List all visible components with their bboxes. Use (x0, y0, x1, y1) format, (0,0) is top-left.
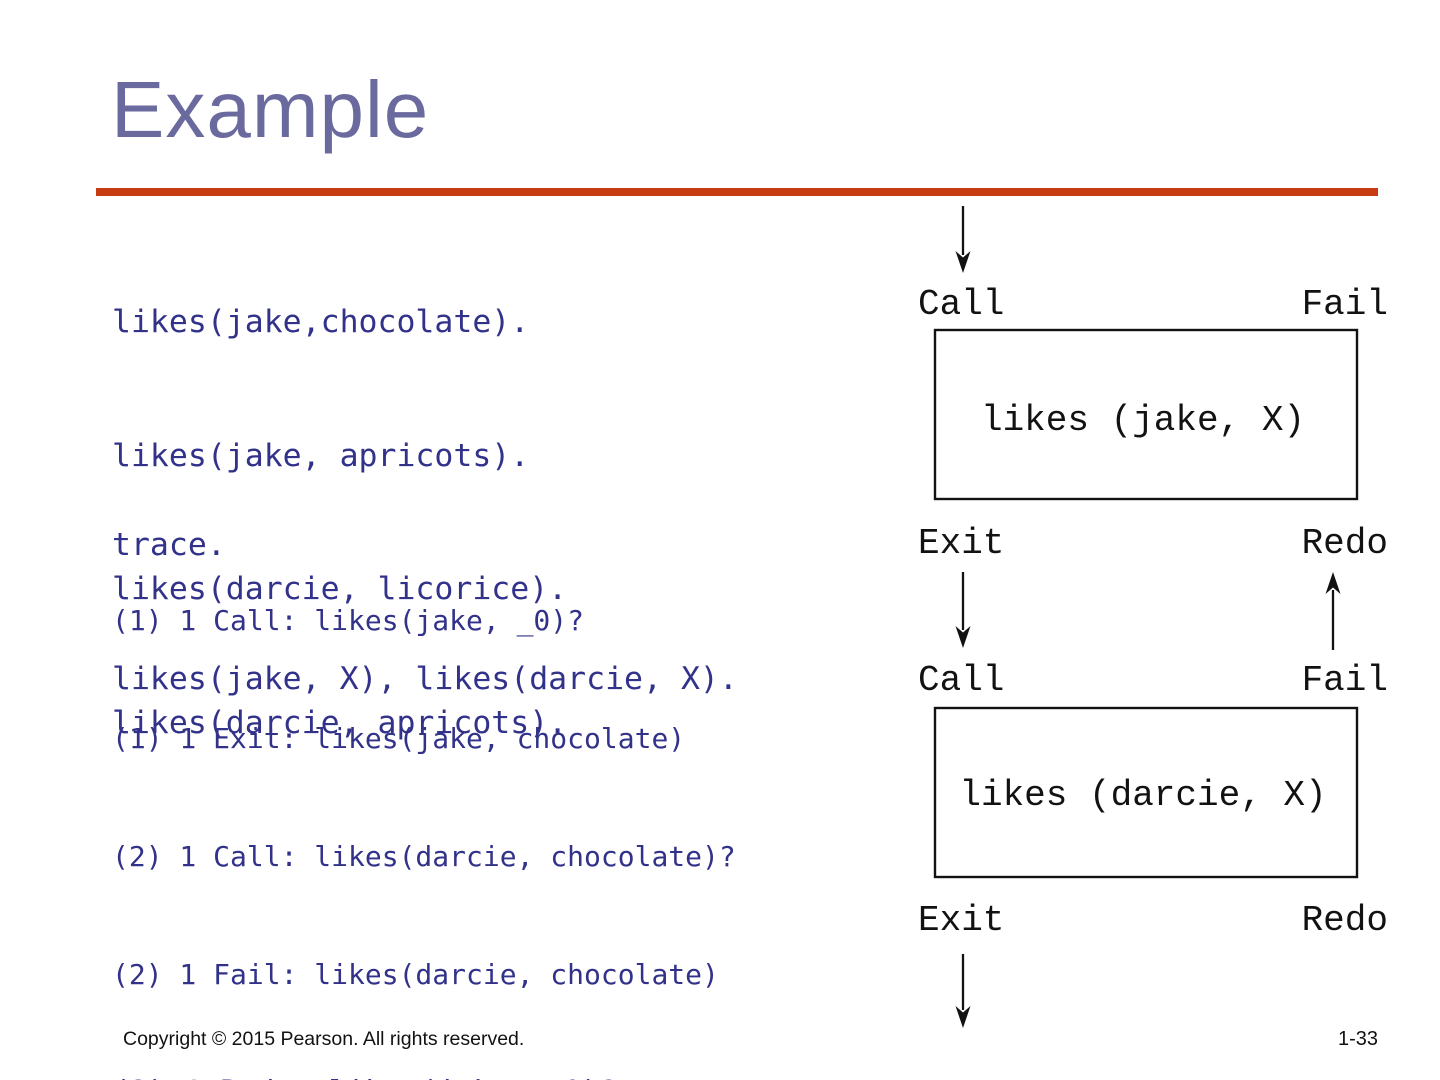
prolog-query-block: trace. likes(jake, X), likes(darcie, X). (112, 434, 738, 790)
code-line: (1) 1 Call: likes(jake, _0)? (112, 603, 585, 637)
code-line: likes(darcie, licorice). (112, 571, 568, 607)
prolog-trace-block: (1) 1 Call: likes(jake, _0)? (1) 1 Exit:… (112, 522, 736, 1080)
arrow-down-icon (955, 206, 971, 273)
goal-box-1-label: likes (jake, X) (981, 400, 1305, 441)
code-line: (2) 1 Fail: likes(darcie, chocolate) (112, 957, 719, 991)
code-line: likes(jake, apricots). (112, 437, 530, 474)
box-model-diagram: Call Fail likes (jake, X) Exit Redo Call… (918, 206, 1388, 1028)
goal-box-1 (933, 328, 1359, 501)
title-divider-rule (96, 188, 1378, 196)
call-port-label-2: Call (918, 660, 1004, 701)
code-line: likes(jake, X), likes(darcie, X). (112, 660, 738, 697)
code-line: (2) 1 Redo: likes(jake, _0)? (112, 1073, 736, 1080)
redo-port-label-2: Redo (1302, 900, 1388, 941)
goal-box-2 (933, 706, 1359, 879)
code-line: trace. (112, 527, 226, 563)
goal-box-2-label: likes (darcie, X) (959, 775, 1326, 816)
page-number: 1-33 (1337, 1028, 1378, 1050)
exit-port-label-1: Exit (918, 523, 1004, 564)
arrow-down-icon (955, 572, 971, 648)
prolog-facts-block: likes(jake,chocolate). likes(jake, apric… (112, 211, 567, 834)
exit-port-label-2: Exit (918, 900, 1004, 941)
copyright-notice: Copyright © 2015 Pearson. All rights res… (123, 1028, 525, 1050)
fail-port-label-1: Fail (1302, 284, 1388, 325)
code-line: (2) 1 Call: likes(darcie, chocolate)? (112, 839, 736, 873)
arrow-up-icon (1325, 572, 1341, 650)
code-line: likes(darcie, apricots). (112, 704, 568, 741)
arrow-down-icon (955, 954, 971, 1028)
redo-port-label-1: Redo (1302, 523, 1388, 564)
code-line: likes(jake,chocolate). (112, 304, 530, 340)
page-title: Example (111, 65, 430, 154)
code-line: (1) 1 Exit: likes(jake, chocolate) (112, 721, 686, 755)
fail-port-label-2: Fail (1302, 660, 1388, 701)
call-port-label-1: Call (918, 284, 1004, 325)
